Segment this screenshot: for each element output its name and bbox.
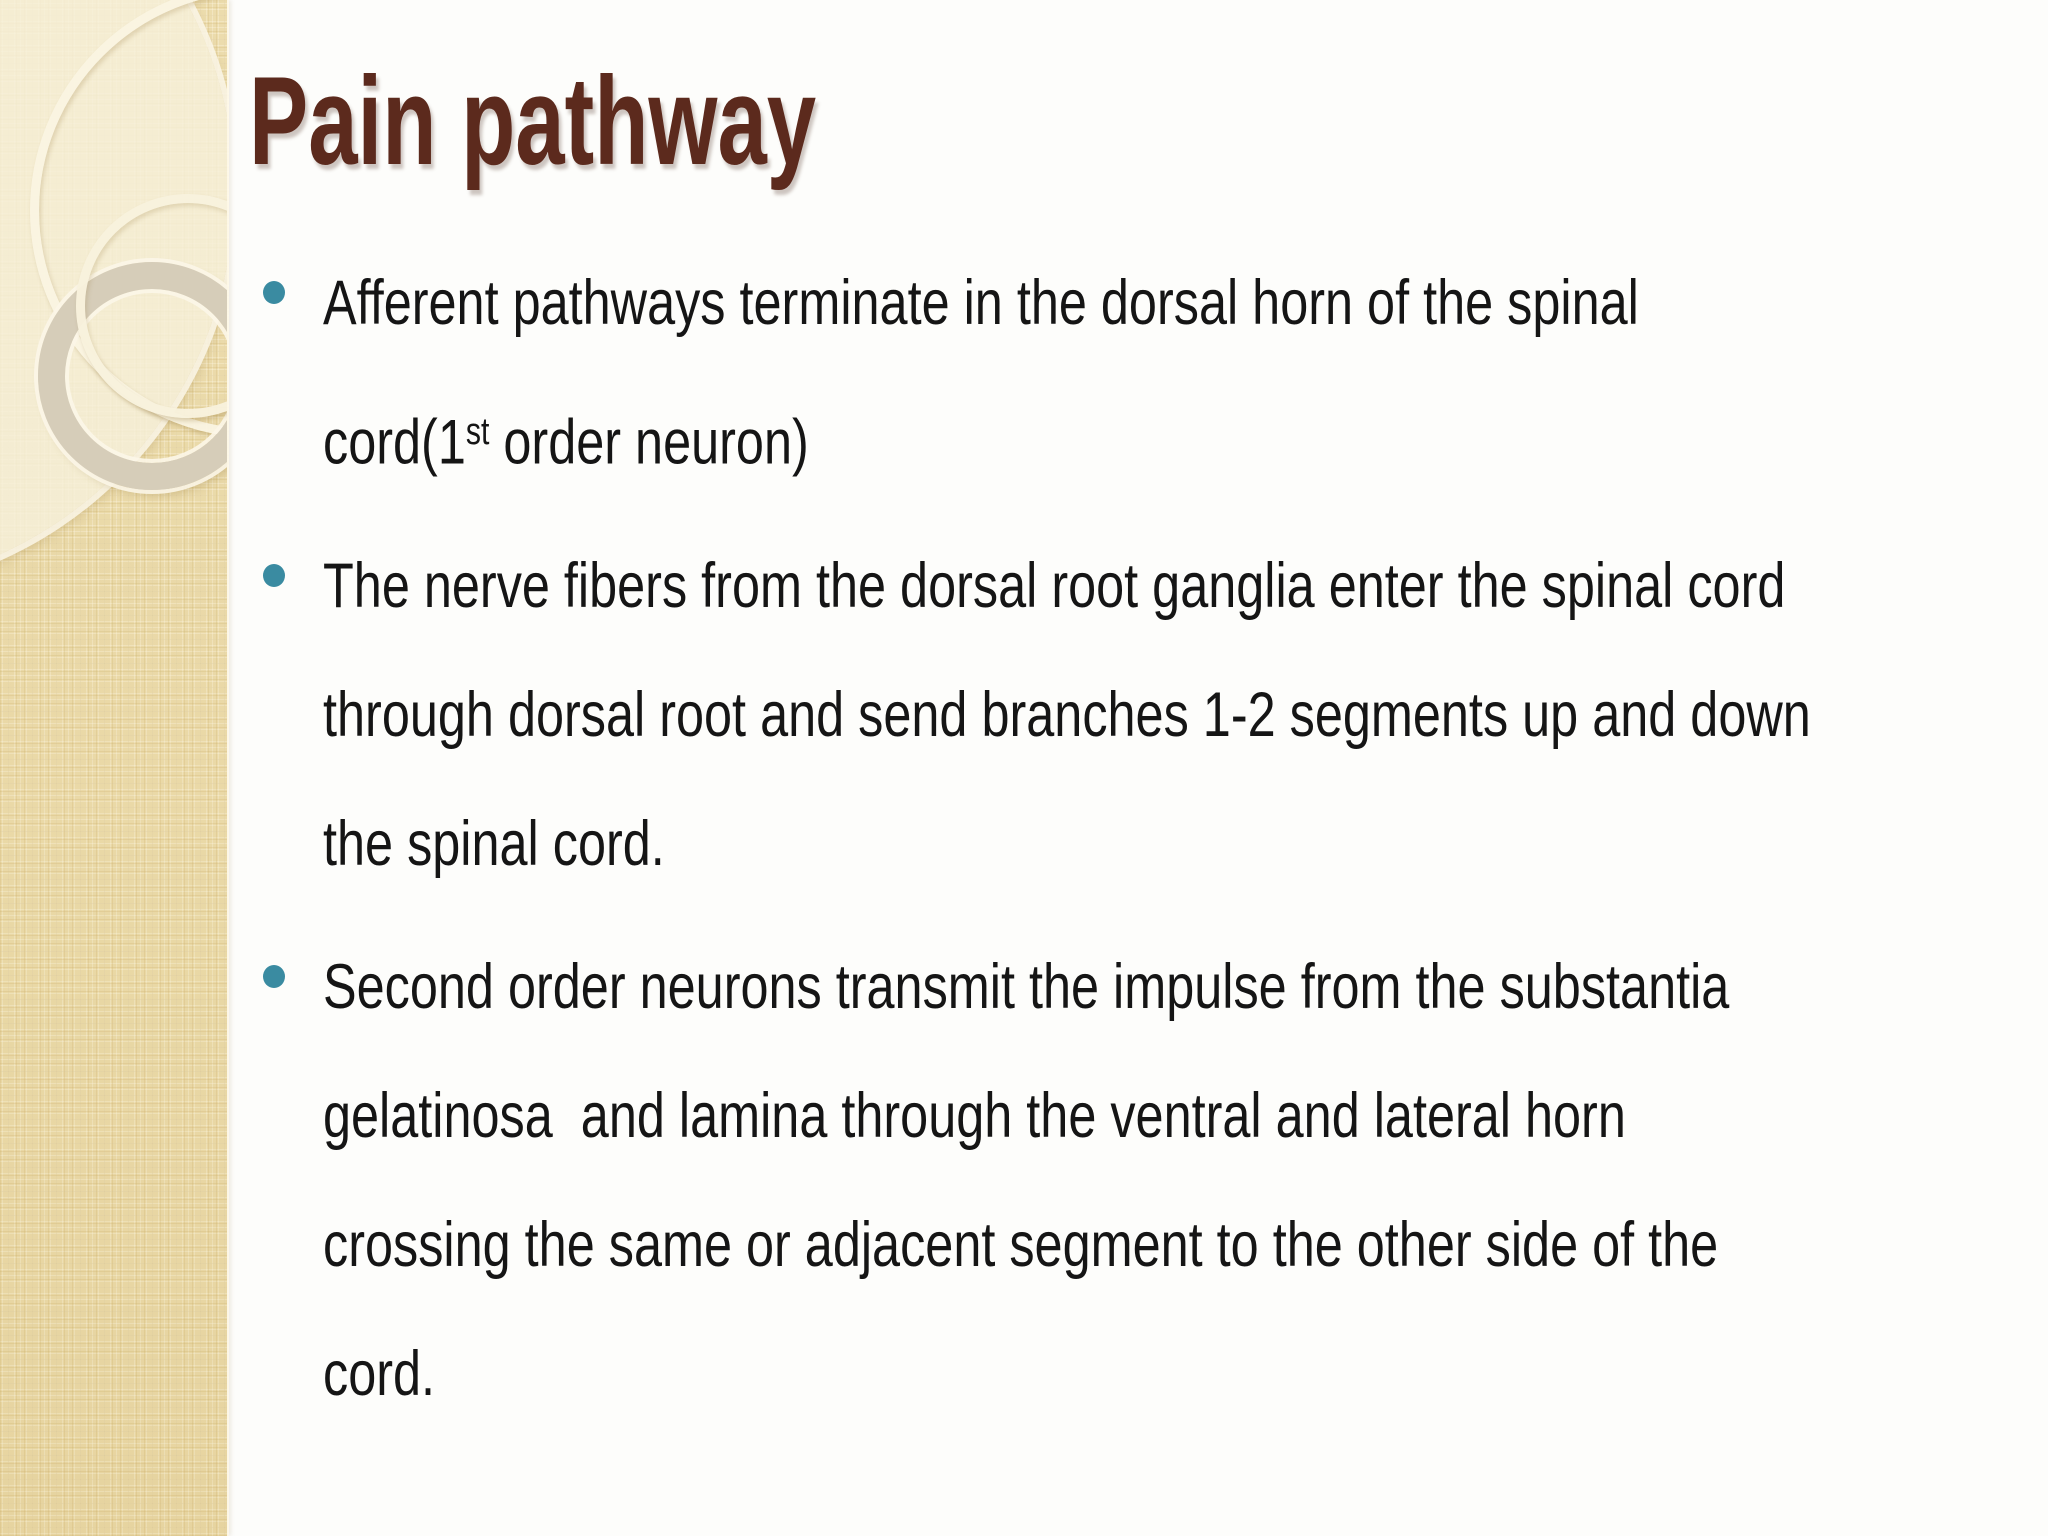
bullet-item-2: The nerve fibers from the dorsal root ga… xyxy=(227,522,2048,909)
bullet-text-line: cord(1st order neuron) xyxy=(323,368,1703,508)
bullet-text-segment: order neuron) xyxy=(489,407,809,478)
bullet-text-line: The nerve fibers from the dorsal root ga… xyxy=(323,550,1786,621)
slide-title: Pain pathway xyxy=(249,52,817,191)
bullet-dot-icon xyxy=(263,964,285,988)
slide-content-area: Pain pathway Afferent pathways terminate… xyxy=(227,0,2048,1536)
bullet-text-line: through dorsal root and send branches 1-… xyxy=(323,679,1811,750)
bullet-text-line: crossing the same or adjacent segment to… xyxy=(323,1209,1719,1280)
bullet-dot-icon xyxy=(263,281,285,304)
bullet-dot-icon xyxy=(263,563,285,587)
decorative-sidebar xyxy=(0,0,229,1536)
bullet-text-line: gelatinosa and lamina through the ventra… xyxy=(323,1080,1626,1151)
bullet-item-3: Second order neurons transmit the impuls… xyxy=(227,923,2048,1439)
bullet-text-line: Afferent pathways terminate in the dorsa… xyxy=(323,268,1639,338)
bullet-text-segment: cord(1 xyxy=(323,407,466,478)
bullet-list: Afferent pathways terminate in the dorsa… xyxy=(227,239,2048,1453)
bullet-text-line: cord. xyxy=(323,1338,436,1409)
bullet-item-1: Afferent pathways terminate in the dorsa… xyxy=(227,239,2048,508)
bullet-text-line: the spinal cord. xyxy=(323,808,665,879)
bullet-text-line: Second order neurons transmit the impuls… xyxy=(323,951,1730,1022)
superscript-text: st xyxy=(465,411,490,453)
